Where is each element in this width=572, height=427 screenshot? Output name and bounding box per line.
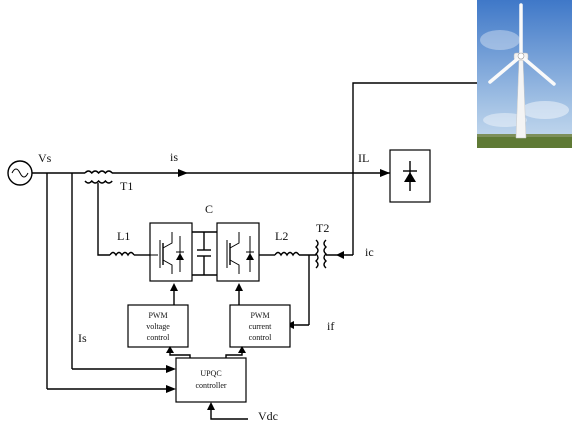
igbt-inverter-icon-2 xyxy=(216,222,260,282)
il-arrow-icon xyxy=(380,169,390,177)
is-arrow-icon xyxy=(178,169,188,177)
pwm-current-line-1: PWM xyxy=(250,311,269,320)
pwm-current-line-2: current xyxy=(249,322,272,331)
pwm-current-line-3: control xyxy=(249,333,272,342)
l2-label: L2 xyxy=(275,229,288,243)
sensing-lines xyxy=(46,173,176,393)
shunt-transformer-t2 xyxy=(314,239,353,269)
if-label: if xyxy=(327,319,334,333)
pwm-current-signal xyxy=(235,283,243,305)
Is-sense-label: Is xyxy=(78,331,87,345)
upqc-controller-block: UPQC controller xyxy=(175,357,247,403)
inductor-l1-icon xyxy=(109,251,150,257)
upqc-line-1: UPQC xyxy=(200,369,221,378)
t1-secondary-line xyxy=(97,183,110,256)
ac-source-icon xyxy=(7,160,33,186)
inductor-l2-icon xyxy=(274,251,316,257)
pwm-voltage-line-1: PWM xyxy=(148,311,167,320)
pwm-voltage-control-block: PWM voltage control xyxy=(127,304,189,348)
rectifier-diode-icon xyxy=(389,149,431,203)
series-transformer-t1 xyxy=(84,170,113,184)
pwm-current-control-block: PWM current control xyxy=(229,304,291,348)
upqc-line-2: controller xyxy=(195,381,226,390)
turbine-feed-line xyxy=(352,82,477,255)
dc-link-capacitor xyxy=(192,231,217,276)
vdc-label: Vdc xyxy=(258,409,278,423)
wind-turbine-photo xyxy=(477,0,572,148)
t1-label: T1 xyxy=(120,179,133,193)
pwm-voltage-line-2: voltage xyxy=(146,322,170,331)
c-label: C xyxy=(205,202,213,216)
controller-to-pwm-lines xyxy=(166,346,246,358)
l1-label: L1 xyxy=(117,229,130,243)
vs-label: Vs xyxy=(38,151,52,165)
vdc-input-line xyxy=(207,402,248,420)
t2-label: T2 xyxy=(316,221,329,235)
il-label: IL xyxy=(358,151,369,165)
is-current-label: is xyxy=(170,150,178,164)
ic-label: ic xyxy=(365,245,374,259)
pwm-voltage-signal xyxy=(170,283,178,305)
pwm-voltage-line-3: control xyxy=(147,333,170,342)
igbt-inverter-icon xyxy=(149,222,193,282)
